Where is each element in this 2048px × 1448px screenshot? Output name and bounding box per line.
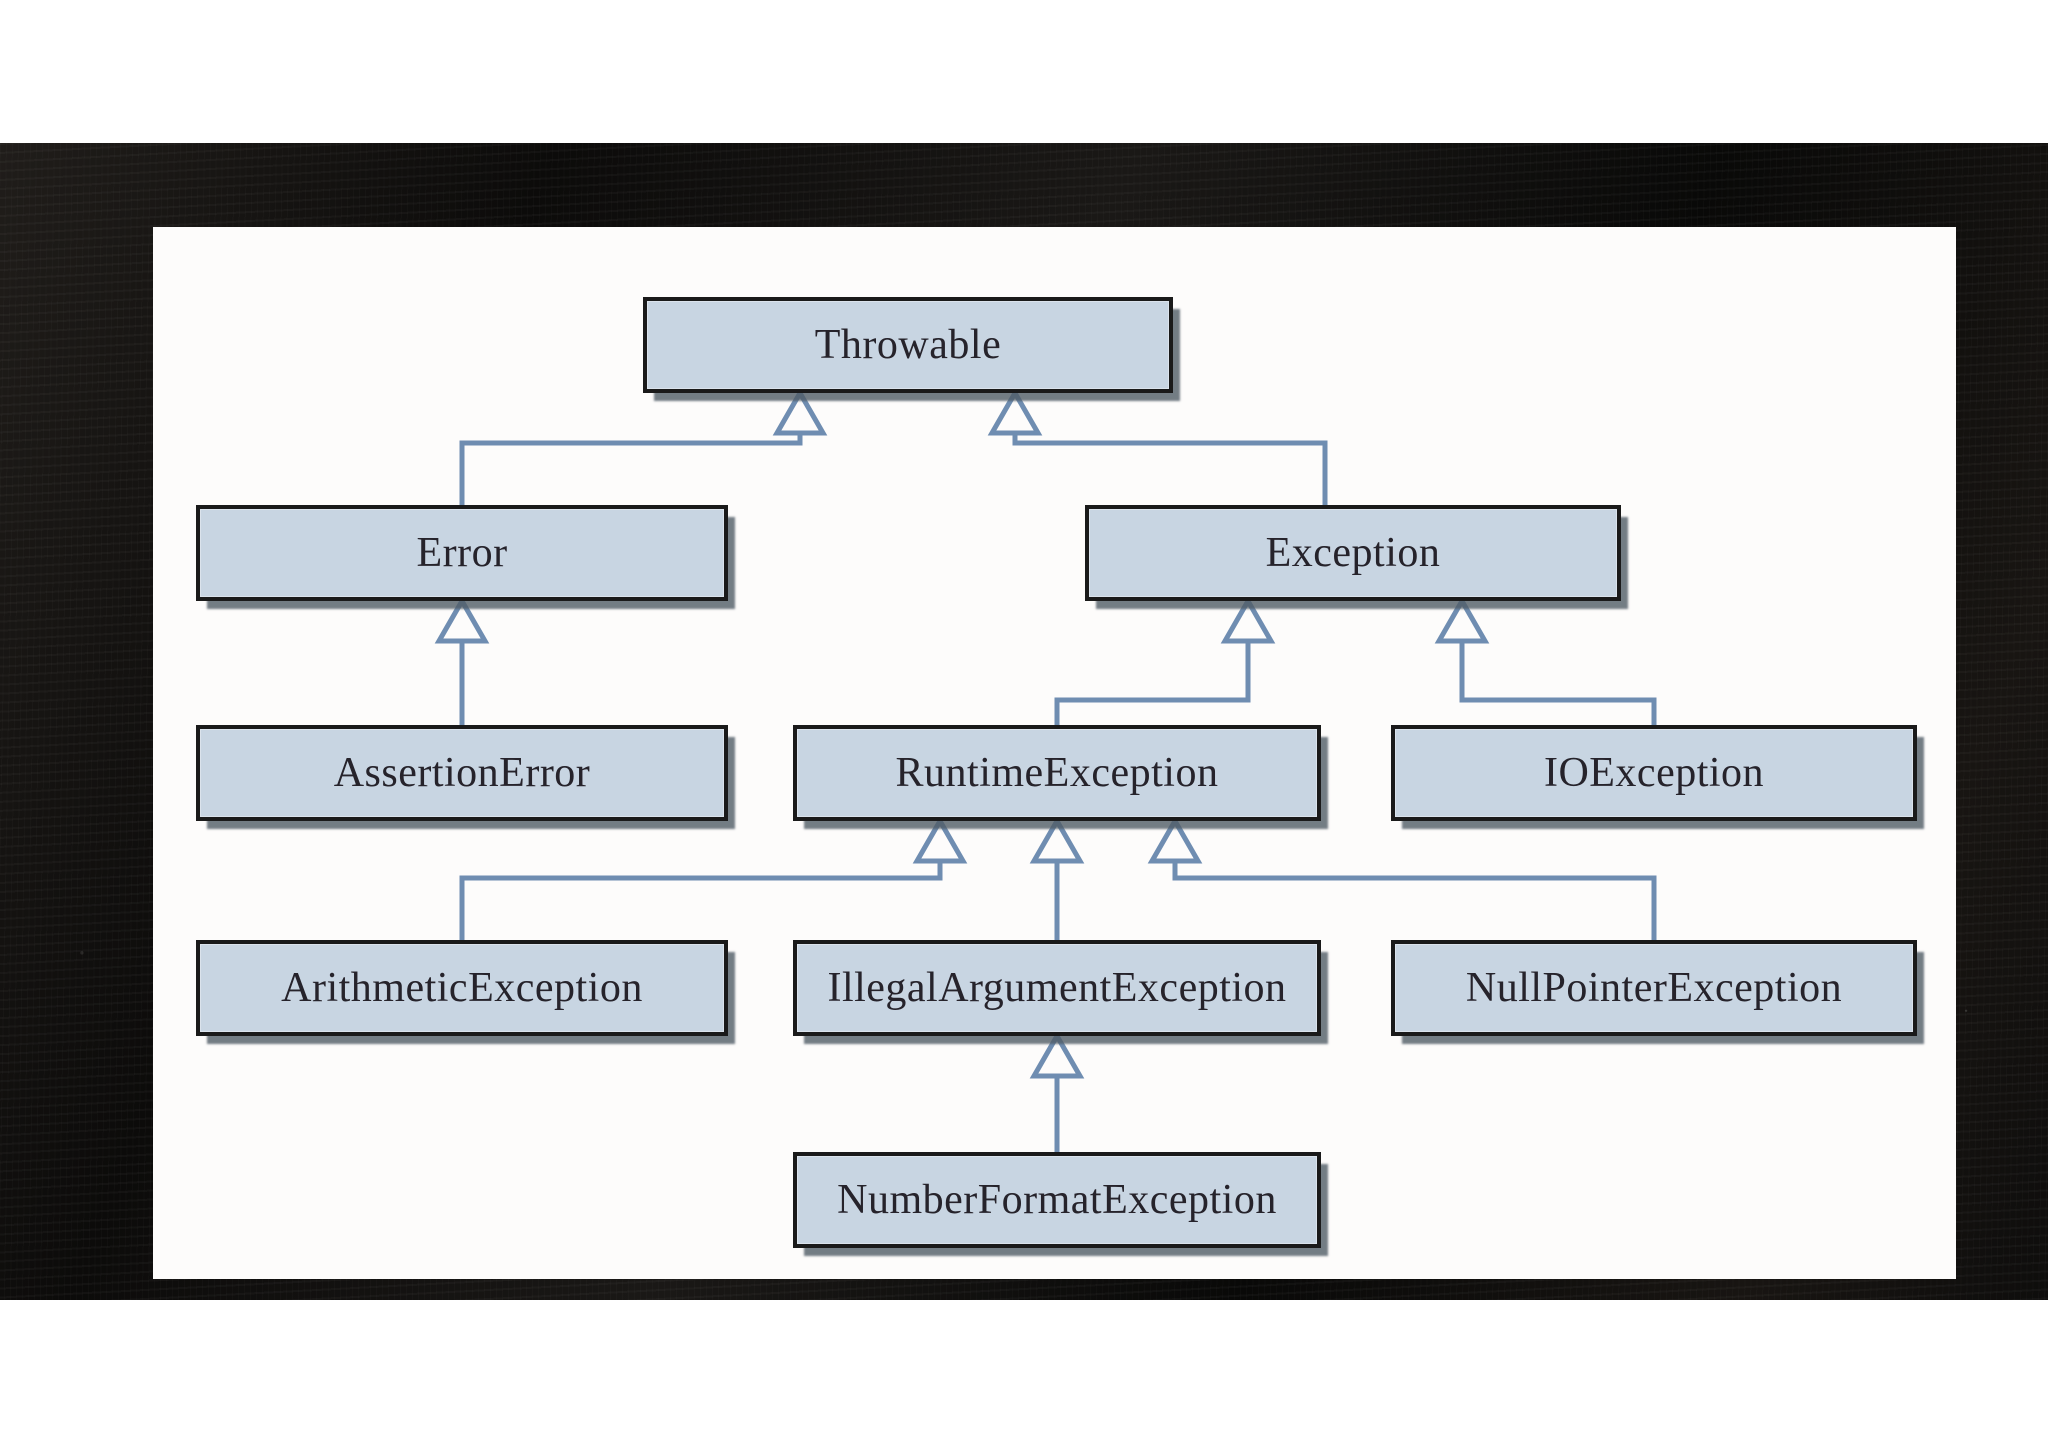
connector-runtime-arithmetic	[459, 861, 943, 940]
class-node-error: Error	[196, 505, 728, 601]
connector-exception-runtimeexception	[1054, 641, 1251, 725]
generalization-arrowhead-icon	[912, 815, 968, 864]
diagram-panel: Throwable Error Exception AssertionError…	[153, 227, 1956, 1279]
inheritance-connectors	[434, 387, 1657, 1152]
connector-throwable-exception	[1012, 433, 1328, 505]
class-node-exception: Exception	[1085, 505, 1621, 601]
class-node-label: NumberFormatException	[837, 1177, 1277, 1223]
class-node-assertion-error: AssertionError	[196, 725, 728, 821]
generalization-arrowhead-icon	[987, 387, 1043, 436]
class-node-arithmetic-exception: ArithmeticException	[196, 940, 728, 1036]
generalization-arrowhead-icon	[1147, 815, 1203, 864]
class-node-label: ArithmeticException	[281, 965, 643, 1011]
generalization-arrowhead-icon	[1220, 595, 1276, 644]
class-node-label: IOException	[1543, 750, 1765, 796]
connector-runtime-nullpointer	[1172, 861, 1657, 940]
class-node-label: Exception	[1265, 530, 1441, 576]
class-node-label: AssertionError	[333, 750, 591, 796]
generalization-arrowhead-icon	[434, 595, 490, 644]
class-node-io-exception: IOException	[1391, 725, 1917, 821]
class-node-null-pointer-exception: NullPointerException	[1391, 940, 1917, 1036]
class-node-number-format-exception: NumberFormatException	[793, 1152, 1321, 1248]
class-node-label: NullPointerException	[1465, 965, 1843, 1011]
generalization-arrowhead-icon	[1434, 595, 1490, 644]
generalization-arrowhead-icon	[772, 387, 828, 436]
generalization-arrowhead-icon	[1029, 815, 1085, 864]
class-node-label: Throwable	[814, 322, 1002, 368]
class-node-throwable: Throwable	[643, 297, 1173, 393]
connector-exception-ioexception	[1459, 641, 1657, 725]
class-node-label: IllegalArgumentException	[827, 965, 1287, 1011]
class-node-runtime-exception: RuntimeException	[793, 725, 1321, 821]
class-node-label: RuntimeException	[895, 750, 1219, 796]
generalization-arrowhead-icon	[1029, 1030, 1085, 1079]
class-node-label: Error	[416, 530, 508, 576]
class-node-illegal-argument-exception: IllegalArgumentException	[793, 940, 1321, 1036]
connector-throwable-error	[459, 433, 803, 505]
